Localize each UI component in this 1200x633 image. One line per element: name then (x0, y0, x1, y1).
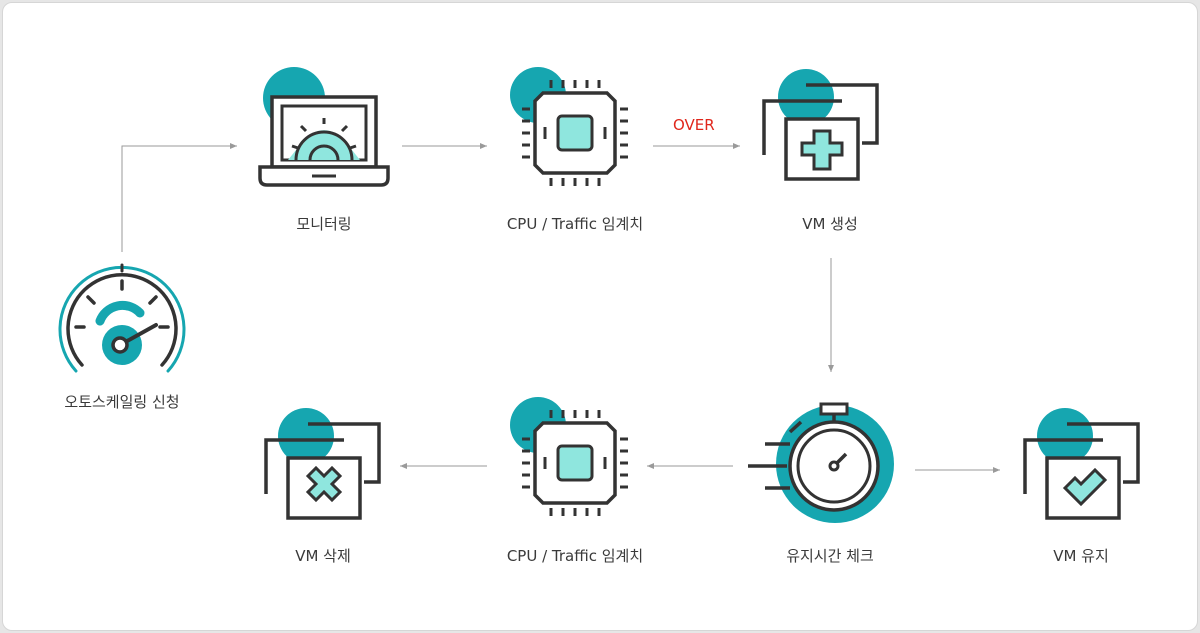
window-check-icon (1023, 408, 1140, 520)
laptop-gear-icon (258, 67, 390, 187)
over-edge-label: OVER (673, 116, 715, 134)
node-label-vm-keep: VM 유지 (1053, 547, 1109, 565)
stopwatch-icon (748, 402, 894, 523)
window-x-icon (264, 408, 381, 520)
window-plus-icon (762, 69, 879, 181)
node-label-threshold-bottom: CPU / Traffic 임계치 (506, 547, 644, 565)
node-label-duration-check: 유지시간 체크 (786, 547, 874, 565)
cpu-chip-icon (510, 397, 628, 516)
connector-arrows (121, 143, 1000, 473)
node-label-threshold-top: CPU / Traffic 임계치 (506, 215, 644, 233)
node-label-monitoring: 모니터링 (296, 215, 352, 233)
arrow-autoscale-to-monitoring (121, 143, 237, 252)
node-label-vm-create: VM 생성 (802, 215, 858, 233)
node-label-vm-delete: VM 삭제 (295, 547, 351, 565)
cpu-chip-icon (510, 67, 628, 186)
node-label-autoscale: 오토스케일링 신청 (64, 393, 180, 411)
speedometer-icon (58, 263, 186, 373)
